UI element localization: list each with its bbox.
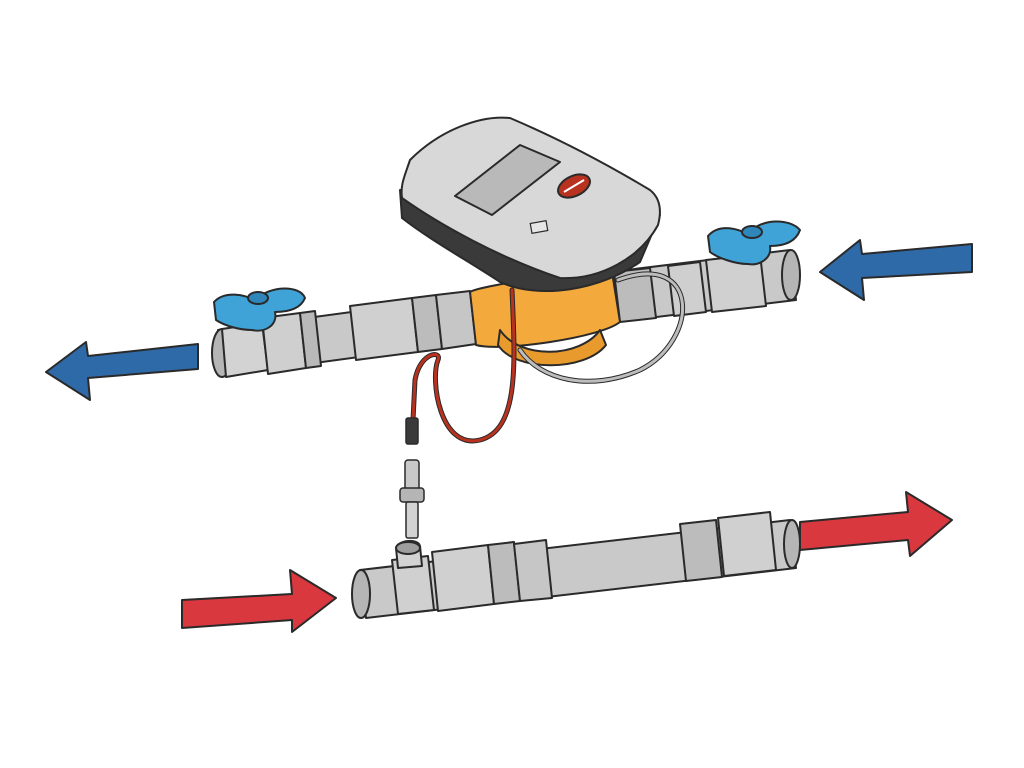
flow-union-sleeve-left [431,544,495,612]
flow-pipe-right-end [783,519,801,569]
return-pipe-right-end [781,249,801,301]
sensor-shaft [405,501,419,539]
heat-meter-icon [399,116,661,292]
sensor-probe-tip [405,417,419,445]
flow-coupling-left [513,539,553,602]
sensor-cable-red [410,288,516,443]
flow-union-sleeve-right [717,511,777,577]
flow-inlet-arrow [181,569,337,633]
sensor-head [404,459,420,491]
right-valve-stem [741,225,763,239]
sensor-port-opening [395,541,421,555]
flow-pipe-left-end [351,569,371,619]
left-union-sleeve [349,297,419,361]
left-valve-nut [299,310,322,369]
red-button-divider [563,179,585,193]
optical-port-icon [529,219,549,235]
flow-pipe-assembly [351,511,801,619]
temperature-sensor-icon [399,459,425,539]
sensor-nut [399,487,425,503]
right-union-sleeve [667,261,707,317]
flow-outlet-arrow [799,491,953,557]
return-inlet-arrow [819,239,973,301]
ball-valve-icon [213,220,801,332]
grey-cable [518,272,684,383]
flow-arrow-icon [45,239,973,633]
flow-coupling-right [679,519,723,582]
return-outlet-arrow [45,341,199,401]
left-valve-stem [247,291,269,305]
lcd-display-window [454,144,561,216]
display-unit-housing [400,116,661,280]
